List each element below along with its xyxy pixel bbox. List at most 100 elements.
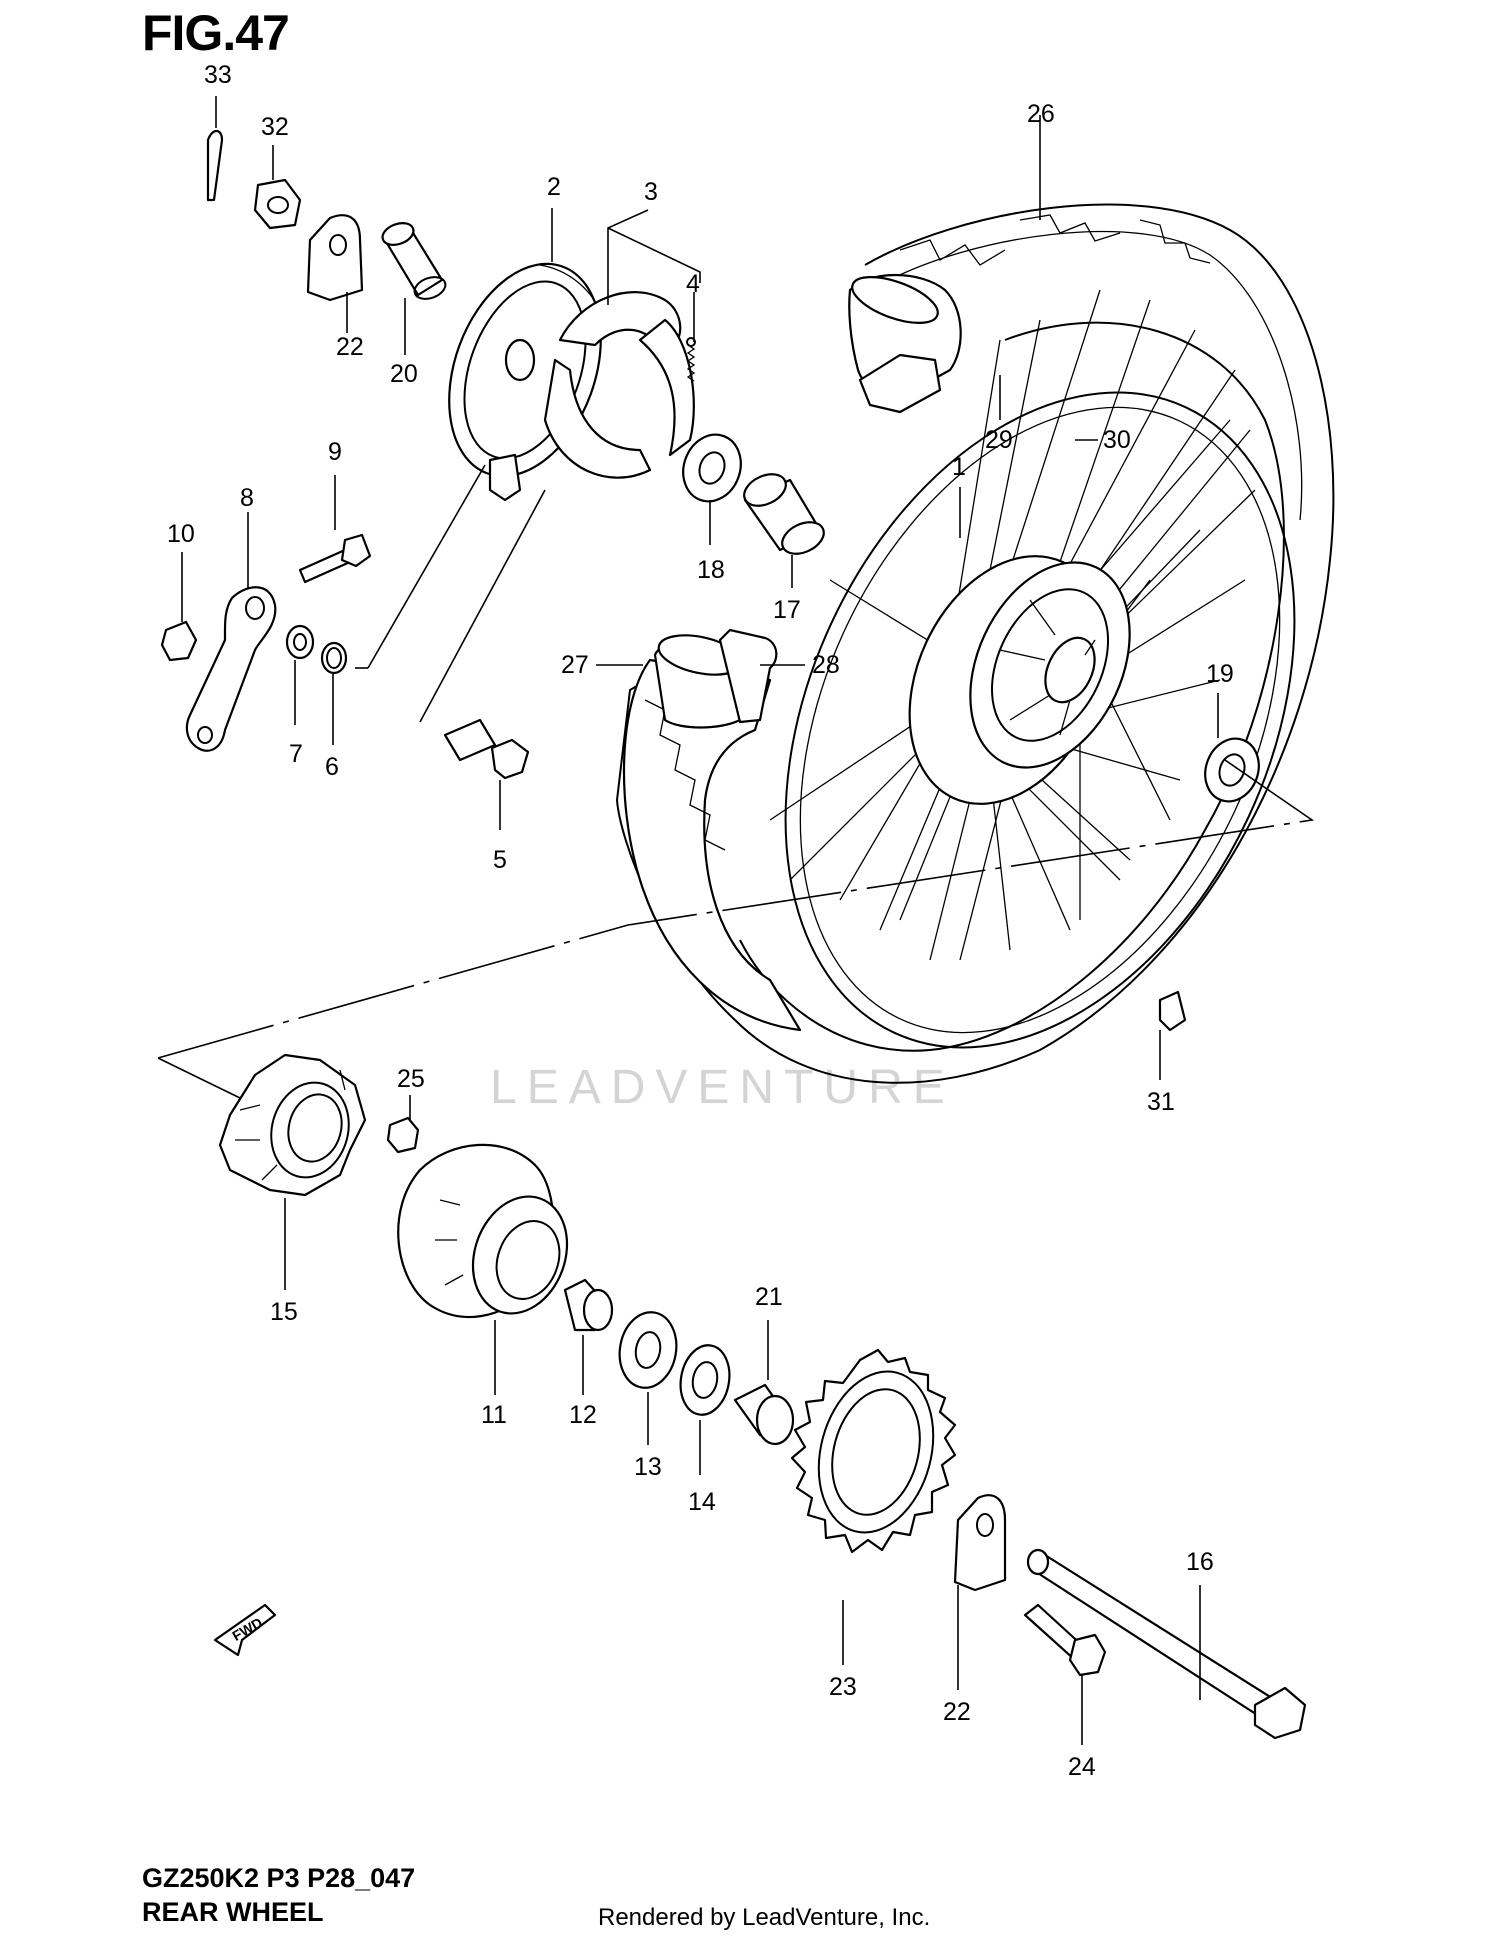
brake-panel-boss bbox=[504, 338, 536, 382]
callout-33: 33 bbox=[204, 61, 232, 89]
wheel-damper-15-ribs bbox=[235, 1069, 346, 1181]
tire-section-lower bbox=[622, 658, 802, 1032]
tire-inner-edge bbox=[739, 321, 1285, 1052]
brake-panel-assembly bbox=[448, 262, 696, 502]
o-ring-6 bbox=[320, 641, 348, 675]
callout-25: 25 bbox=[397, 1065, 425, 1093]
callout-29: 29 bbox=[985, 426, 1013, 454]
bearing-18-bore bbox=[698, 451, 726, 485]
bracket-22-lower-hole bbox=[976, 1513, 994, 1537]
bracket-22-lower bbox=[953, 1494, 1007, 1592]
cotter-pin-33 bbox=[206, 129, 224, 202]
diagram-subtitle: REAR WHEEL bbox=[142, 1897, 324, 1927]
fwd-arrow-shape bbox=[213, 1603, 277, 1657]
oil-seal-14 bbox=[679, 1344, 731, 1416]
tire-tread-band bbox=[879, 230, 1303, 521]
brake-spring-4 bbox=[686, 344, 696, 382]
callout-16: 16 bbox=[1186, 1548, 1214, 1576]
brake-cam-5-tip bbox=[490, 738, 530, 780]
rim-inner bbox=[799, 406, 1281, 1034]
brake-shoe-right bbox=[638, 318, 695, 457]
oil-seal-14-bore bbox=[691, 1361, 719, 1399]
bracket-22-top-hole bbox=[329, 234, 347, 256]
callout-26: 26 bbox=[1027, 100, 1055, 128]
callout-18: 18 bbox=[697, 556, 725, 584]
wheel-damper-15-ring bbox=[287, 1093, 343, 1163]
castle-nut-32 bbox=[253, 178, 302, 230]
nut-25 bbox=[386, 1116, 420, 1154]
wheel-damper-15-bore bbox=[270, 1081, 350, 1179]
brake-shoe-lower bbox=[543, 358, 652, 479]
figure-title: FIG.47 bbox=[142, 5, 290, 61]
hub-inner-ring bbox=[990, 588, 1110, 742]
callout-19: 19 bbox=[1206, 660, 1234, 688]
wheel-damper-15 bbox=[218, 1053, 367, 1197]
bracket-22-top bbox=[306, 214, 364, 302]
callout-23: 23 bbox=[829, 1673, 857, 1701]
callout-27: 27 bbox=[561, 651, 589, 679]
brake-cam-5-shaft bbox=[443, 718, 497, 762]
callout-labels: 33 32 2 3 4 26 22 20 9 8 10 7 6 5 18 17 … bbox=[167, 61, 1234, 1781]
bolt-9-head bbox=[340, 533, 372, 568]
brake-spring-hook bbox=[686, 337, 696, 347]
brake-cam-lever-hole bbox=[245, 596, 265, 620]
callout-4: 4 bbox=[686, 270, 700, 298]
callout-32: 32 bbox=[261, 113, 289, 141]
callout-8: 8 bbox=[240, 484, 254, 512]
rear-sprocket-23-bore bbox=[831, 1388, 921, 1516]
watermark-text: LEADVENTURE bbox=[490, 1061, 955, 1114]
bolt-24-head bbox=[1068, 1633, 1107, 1677]
o-ring-6-inner bbox=[326, 647, 342, 669]
rendered-by-credit: Rendered by LeadVenture, Inc. bbox=[598, 1904, 931, 1931]
callout-15: 15 bbox=[270, 1298, 298, 1326]
callout-7: 7 bbox=[289, 740, 303, 768]
tire-lower-tread bbox=[644, 699, 726, 851]
rear-sprocket-23 bbox=[790, 1348, 957, 1554]
brake-panel-rim bbox=[463, 280, 587, 460]
sprocket-carrier-11-studs bbox=[435, 1199, 464, 1286]
washer-7-bore bbox=[293, 633, 307, 651]
bearing-13-bore bbox=[634, 1331, 662, 1369]
spacer-17-end bbox=[781, 521, 825, 555]
axle-16-tip bbox=[1026, 1548, 1050, 1576]
callout-10: 10 bbox=[167, 520, 195, 548]
bearing-18 bbox=[682, 433, 742, 503]
castle-nut-32-bore bbox=[267, 196, 289, 214]
brake-panel-stopper bbox=[488, 453, 522, 502]
callout-30: 30 bbox=[1103, 426, 1131, 454]
callout-12: 12 bbox=[569, 1401, 597, 1429]
callout-21: 21 bbox=[755, 1283, 783, 1311]
bearing-19 bbox=[1204, 737, 1260, 803]
bearing-19-bore bbox=[1218, 753, 1246, 787]
tire-outline bbox=[616, 203, 1335, 1084]
tire-section-face bbox=[851, 276, 939, 324]
rear-wheel-assembly bbox=[616, 203, 1335, 1084]
spacer-17-top bbox=[743, 473, 787, 507]
valve-cap-31 bbox=[1158, 990, 1187, 1032]
collar-20-end bbox=[381, 222, 415, 246]
axle-16-head bbox=[1253, 1686, 1307, 1740]
collar-20-base bbox=[413, 276, 447, 300]
callout-24: 24 bbox=[1068, 1753, 1096, 1781]
bearing-13 bbox=[618, 1311, 678, 1389]
callout-9: 9 bbox=[328, 438, 342, 466]
callout-22-lower: 22 bbox=[943, 1698, 971, 1726]
leader-lines bbox=[157, 96, 1315, 1745]
sprocket-carrier-11-bore bbox=[495, 1220, 561, 1300]
spacer-21-end bbox=[755, 1394, 795, 1446]
rim-outer bbox=[784, 391, 1296, 1049]
callout-5: 5 bbox=[493, 846, 507, 874]
rim-band-top bbox=[858, 353, 942, 414]
hub-bore bbox=[1044, 636, 1096, 704]
callout-3: 3 bbox=[644, 178, 658, 206]
collar-12-end bbox=[582, 1288, 614, 1332]
brake-cam-lever-8 bbox=[185, 586, 277, 752]
model-code: GZ250K2 P3 P28_047 bbox=[142, 1863, 416, 1893]
inner-tube-flap bbox=[718, 628, 778, 724]
sprocket-carrier-11-boss bbox=[471, 1195, 569, 1315]
callout-22-top: 22 bbox=[336, 333, 364, 361]
washer-7 bbox=[285, 624, 315, 660]
callout-14: 14 bbox=[688, 1488, 716, 1516]
brake-cam-lever-pin-hole bbox=[197, 726, 213, 744]
